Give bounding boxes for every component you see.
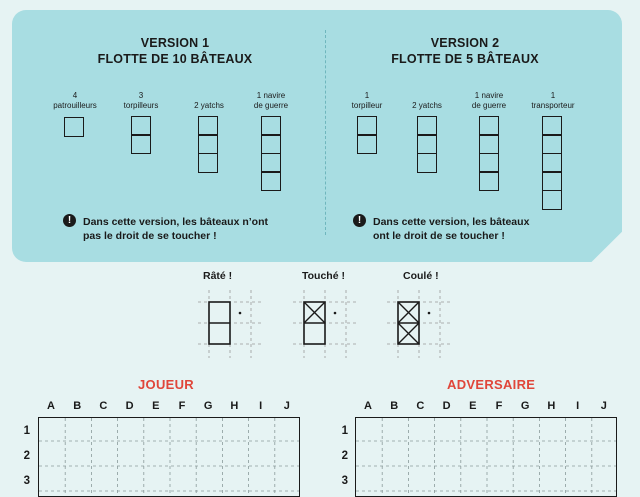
opponent-column-a: A	[364, 400, 372, 412]
boat-count-label: 1	[364, 91, 370, 100]
version1-title: VERSION 1 FLOTTE DE 10 BÂTEAUX	[35, 35, 315, 67]
opponent-column-j: J	[600, 400, 607, 412]
opponent-column-c: C	[416, 400, 425, 412]
opponent-column-g: G	[520, 400, 530, 412]
boat-count-label: 4	[72, 91, 78, 100]
sunk-cross-icon	[397, 301, 420, 345]
legend-hit-label: Touché !	[302, 270, 345, 282]
boat-name-label: torpilleur	[351, 100, 383, 110]
version1-note-line2: pas le droit de se toucher !	[83, 230, 217, 242]
legend-sunk-label: Coulé !	[403, 270, 439, 282]
opponent-board-title: ADVERSAIRE	[447, 377, 536, 392]
opponent-board[interactable]	[355, 417, 617, 497]
player-column-d: D	[125, 400, 134, 412]
miss-dot-icon	[427, 311, 431, 315]
legend-diagrams	[198, 290, 451, 358]
ship-1-cell	[64, 117, 84, 137]
version1-title-line2: FLOTTE DE 10 BÂTEAUX	[97, 52, 253, 66]
player-column-j: J	[283, 400, 290, 412]
player-row-1: 1	[23, 425, 30, 437]
rules-panel	[12, 10, 622, 262]
version1-note-line1: Dans cette version, les bâteaux n’ont	[83, 216, 268, 228]
boat-name-label: transporteur	[531, 100, 575, 110]
boat-name-label: de guerre	[253, 100, 289, 110]
ship-5-cells	[542, 116, 562, 210]
player-board-title: JOUEUR	[138, 377, 194, 392]
boat-count-label: 1 navire	[256, 91, 286, 100]
version2-note-line2: ont le droit de se toucher !	[373, 230, 505, 242]
player-column-a: A	[47, 400, 55, 412]
ship-3-cells	[198, 116, 218, 173]
hit-cross-icon	[303, 301, 326, 324]
player-board-grid	[39, 418, 299, 496]
boat-name-label: 2 yatchs	[412, 100, 442, 110]
boat-count-label: 1	[550, 91, 556, 100]
miss-dot-icon	[238, 311, 242, 315]
player-row-3: 3	[23, 475, 30, 487]
opponent-row-1: 1	[341, 425, 348, 437]
boat-count-label: 3	[138, 91, 144, 100]
opponent-column-e: E	[469, 400, 477, 412]
opponent-column-d: D	[442, 400, 451, 412]
boat-name-label: torpilleurs	[123, 100, 159, 110]
version2-note: Dans cette version, les bâteaux ont le d…	[373, 215, 529, 243]
opponent-board-grid	[356, 418, 616, 496]
miss-dot-icon	[333, 311, 337, 315]
opponent-column-i: I	[576, 400, 580, 412]
ship-4-cells	[479, 116, 499, 192]
player-column-e: E	[152, 400, 160, 412]
panel-divider	[325, 30, 326, 235]
boat-count-label: 1 navire	[474, 91, 504, 100]
opponent-column-h: H	[547, 400, 556, 412]
opponent-column-f: F	[495, 400, 503, 412]
version2-note-line1: Dans cette version, les bâteaux	[373, 216, 530, 228]
opponent-row-3: 3	[341, 475, 348, 487]
ship-4-cells	[261, 116, 281, 192]
opponent-row-2: 2	[341, 450, 348, 462]
player-column-c: C	[99, 400, 108, 412]
player-row-2: 2	[23, 450, 30, 462]
version2-title: VERSION 2 FLOTTE DE 5 BÂTEAUX	[325, 35, 605, 67]
version2-title-line1: VERSION 2	[430, 36, 500, 50]
boat-name-label: patrouilleurs	[53, 100, 97, 110]
boat-name-label: de guerre	[471, 100, 507, 110]
legend-miss-label: Râté !	[203, 270, 233, 282]
ship-2-cells	[357, 116, 377, 155]
boat-name-label: 2 yatchs	[194, 100, 224, 110]
warning-icon: !	[353, 214, 366, 227]
player-column-f: F	[178, 400, 186, 412]
player-column-h: H	[230, 400, 239, 412]
ship-2-cells	[131, 116, 151, 155]
player-column-i: I	[259, 400, 263, 412]
player-board[interactable]	[38, 417, 300, 497]
opponent-column-b: B	[390, 400, 399, 412]
player-column-g: G	[203, 400, 213, 412]
version2-title-line2: FLOTTE DE 5 BÂTEAUX	[391, 52, 539, 66]
player-column-b: B	[73, 400, 82, 412]
warning-icon: !	[63, 214, 76, 227]
ship-3-cells	[417, 116, 437, 173]
version1-title-line1: VERSION 1	[140, 36, 210, 50]
version1-note: Dans cette version, les bâteaux n’ont pa…	[83, 215, 268, 243]
